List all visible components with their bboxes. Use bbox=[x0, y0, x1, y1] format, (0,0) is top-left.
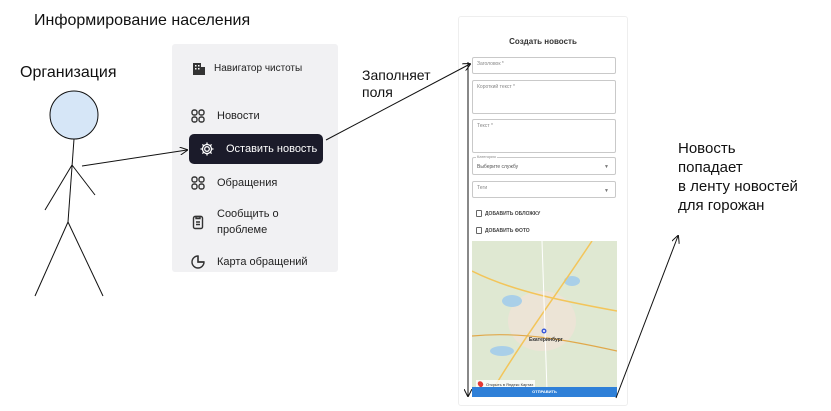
sidebar-brand[interactable]: Навигатор чистоты bbox=[191, 60, 302, 76]
create-news-form: Создать новость Заголовок * Короткий тек… bbox=[458, 16, 628, 406]
file-icon bbox=[476, 210, 482, 217]
location-map[interactable]: Екатеринбург Открыть в Яндекс Картах bbox=[472, 241, 617, 391]
map-city-label: Екатеринбург bbox=[529, 337, 563, 343]
sidebar-brand-label: Навигатор чистоты bbox=[214, 62, 303, 74]
category-value: Выберите службу bbox=[477, 164, 519, 170]
sidebar-menu: Навигатор чистоты Новости Оставить новос… bbox=[172, 44, 338, 272]
short-text-field[interactable]: Короткий текст * bbox=[472, 80, 616, 114]
diagram-title: Информирование населения bbox=[34, 12, 251, 29]
arrow-menu-to-form bbox=[325, 64, 470, 141]
add-cover-button[interactable]: ДОБАВИТЬ ОБЛОЖКУ bbox=[476, 210, 540, 217]
gear-icon bbox=[199, 141, 215, 157]
add-photo-label: ДОБАВИТЬ ФОТО bbox=[485, 227, 530, 234]
clipboard-icon bbox=[190, 214, 206, 230]
arrow-form-to-result bbox=[615, 236, 678, 399]
category-label: Категория bbox=[476, 154, 497, 159]
map-image bbox=[472, 241, 617, 391]
file-icon bbox=[476, 227, 482, 234]
sidebar-item-appeals[interactable]: Обращения bbox=[190, 175, 277, 191]
category-select[interactable]: Категория Выберите службу ▼ bbox=[472, 154, 616, 175]
sidebar-item-report-problem[interactable]: Сообщить о проблеме bbox=[190, 206, 287, 238]
result-label: Новость попадает в ленту новостей для го… bbox=[678, 140, 798, 214]
sidebar-item-add-news[interactable]: Оставить новость bbox=[189, 134, 323, 164]
grid-icon bbox=[190, 108, 206, 124]
grid-icon bbox=[190, 175, 206, 191]
sidebar-item-label: Сообщить о проблеме bbox=[217, 208, 279, 236]
form-title: Создать новость bbox=[509, 37, 577, 46]
tags-select[interactable]: Теги ▼ bbox=[472, 181, 616, 198]
fill-fields-label: Заполняет поля bbox=[362, 67, 431, 100]
text-field[interactable]: Текст * bbox=[472, 119, 616, 153]
sidebar-item-appeals-map[interactable]: Карта обращений bbox=[190, 254, 308, 270]
open-in-yandex-maps-label: Открыть в Яндекс Картах bbox=[486, 381, 534, 387]
chevron-down-icon: ▼ bbox=[604, 164, 609, 170]
heading-field[interactable]: Заголовок * bbox=[472, 57, 616, 74]
actor-label: Организация bbox=[20, 64, 117, 81]
add-cover-label: ДОБАВИТЬ ОБЛОЖКУ bbox=[485, 210, 541, 217]
building-icon bbox=[191, 60, 207, 76]
tags-placeholder: Теги bbox=[477, 185, 488, 191]
add-photo-button[interactable]: ДОБАВИТЬ ФОТО bbox=[476, 227, 530, 234]
sidebar-item-label: Новости bbox=[217, 110, 260, 122]
pie-chart-icon bbox=[190, 254, 206, 270]
open-in-yandex-maps-link[interactable]: Открыть в Яндекс Картах bbox=[476, 380, 536, 388]
arrow-actor-to-menu bbox=[81, 150, 187, 167]
sidebar-item-news[interactable]: Новости bbox=[190, 108, 260, 124]
sidebar-item-label: Оставить новость bbox=[226, 143, 318, 155]
sidebar-item-label: Карта обращений bbox=[217, 256, 308, 268]
chevron-down-icon: ▼ bbox=[604, 188, 609, 194]
actor-stick-figure bbox=[34, 90, 104, 297]
sidebar-item-label: Обращения bbox=[217, 177, 278, 189]
submit-button[interactable]: ОТПРАВИТЬ bbox=[472, 387, 617, 397]
